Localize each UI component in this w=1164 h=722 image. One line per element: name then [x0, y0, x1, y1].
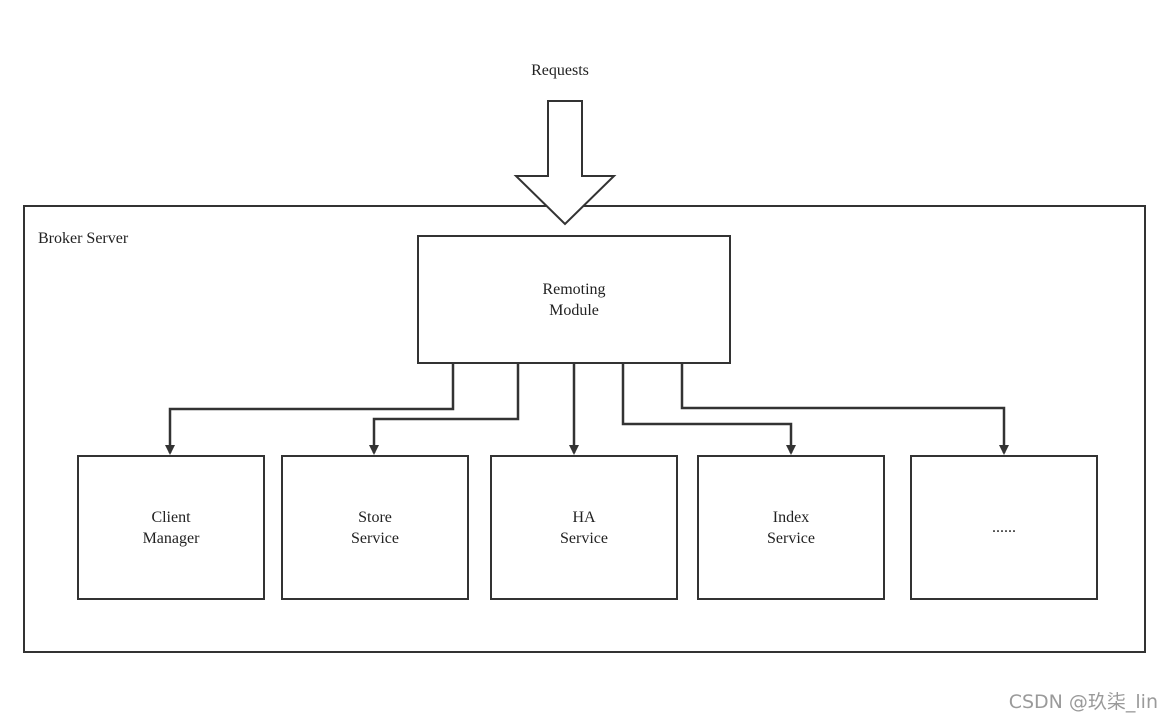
more-services-box: ......: [910, 455, 1098, 600]
broker-server-label: Broker Server: [38, 230, 129, 247]
connector-more: [680, 362, 1009, 455]
client-manager-box: Client Manager: [77, 455, 265, 600]
requests-label: Requests: [531, 62, 589, 79]
remoting-module-line2: Module: [549, 301, 599, 319]
watermark: CSDN @玖柒_lin: [1008, 691, 1158, 713]
requests-arrow: [513, 100, 617, 226]
connector-index-service: [621, 362, 796, 455]
client-manager-line2: Manager: [142, 529, 200, 547]
index-service-line2: Service: [767, 529, 815, 547]
index-service-line1: Index: [772, 508, 810, 526]
connector-client-manager: [165, 362, 455, 455]
store-service-line1: Store: [358, 508, 392, 526]
ha-service-line1: HA: [572, 508, 596, 526]
store-service-box: Store Service: [281, 455, 469, 600]
remoting-module-box: Remoting Module: [417, 235, 731, 364]
client-manager-line1: Client: [151, 508, 191, 526]
store-service-line2: Service: [351, 529, 399, 547]
connector-store-service: [369, 362, 520, 455]
ha-service-line2: Service: [560, 529, 608, 547]
ha-service-box: HA Service: [490, 455, 678, 600]
remoting-module-line1: Remoting: [542, 280, 606, 298]
index-service-box: Index Service: [697, 455, 885, 600]
more-services-label: ......: [992, 519, 1016, 536]
